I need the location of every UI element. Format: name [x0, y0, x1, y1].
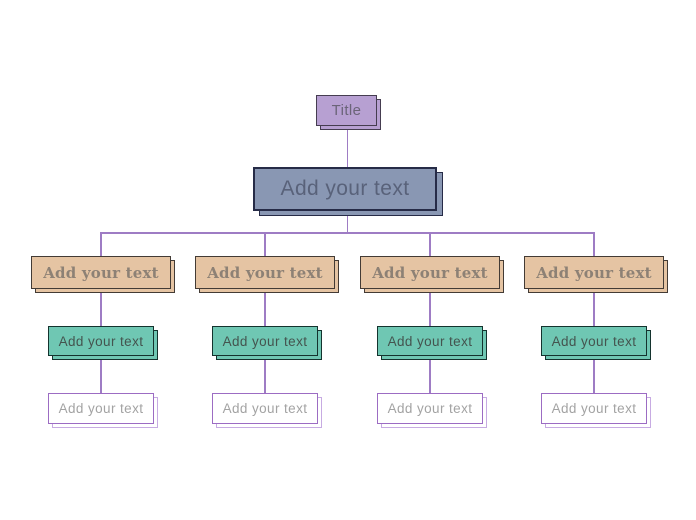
sub-node-2[interactable]: Add your text	[212, 326, 318, 356]
connector-branch-3-to-sub-3	[429, 289, 431, 326]
leaf-node-4[interactable]: Add your text	[541, 393, 647, 424]
connector-branch-4-to-sub-4	[593, 289, 595, 326]
connector-sub-4-to-leaf-4	[593, 356, 595, 393]
leaf-node-1-label: Add your text	[58, 401, 144, 416]
branch-node-3[interactable]: Add your text	[360, 256, 500, 289]
sub-node-2-label: Add your text	[222, 333, 308, 349]
branch-node-2-label: Add your text	[207, 263, 323, 282]
connector-sub-2-to-leaf-2	[264, 356, 266, 393]
connector-bus-to-branch-4	[593, 232, 595, 256]
connector-sub-1-to-leaf-1	[100, 356, 102, 393]
connector-branch-1-to-sub-1	[100, 289, 102, 326]
root-node[interactable]: Add your text	[253, 167, 437, 211]
branch-node-2[interactable]: Add your text	[195, 256, 335, 289]
leaf-node-2-label: Add your text	[222, 401, 308, 416]
title-node[interactable]: Title	[316, 95, 377, 126]
branch-node-3-label: Add your text	[372, 263, 488, 282]
leaf-node-3-label: Add your text	[387, 401, 473, 416]
connector-bus-to-branch-3	[429, 232, 431, 256]
leaf-node-4-label: Add your text	[551, 401, 637, 416]
branch-node-1-label: Add your text	[43, 263, 159, 282]
leaf-node-1[interactable]: Add your text	[48, 393, 154, 424]
connector-title-to-root	[346, 126, 349, 167]
branch-node-4-label: Add your text	[536, 263, 652, 282]
connector-bus-to-branch-2	[264, 232, 266, 256]
title-node-label: Title	[331, 102, 362, 119]
sub-node-3-label: Add your text	[387, 333, 473, 349]
connector-sub-3-to-leaf-3	[429, 356, 431, 393]
sub-node-4-label: Add your text	[551, 333, 637, 349]
connector-branch-2-to-sub-2	[264, 289, 266, 326]
branch-node-4[interactable]: Add your text	[524, 256, 664, 289]
branch-node-1[interactable]: Add your text	[31, 256, 171, 289]
connector-bus-to-branch-1	[100, 232, 102, 256]
connector-root-to-bus	[346, 211, 349, 233]
sub-node-1-label: Add your text	[58, 333, 144, 349]
sub-node-3[interactable]: Add your text	[377, 326, 483, 356]
root-node-label: Add your text	[280, 177, 410, 200]
connector-bus	[100, 232, 595, 234]
leaf-node-3[interactable]: Add your text	[377, 393, 483, 424]
leaf-node-2[interactable]: Add your text	[212, 393, 318, 424]
sub-node-1[interactable]: Add your text	[48, 326, 154, 356]
sub-node-4[interactable]: Add your text	[541, 326, 647, 356]
